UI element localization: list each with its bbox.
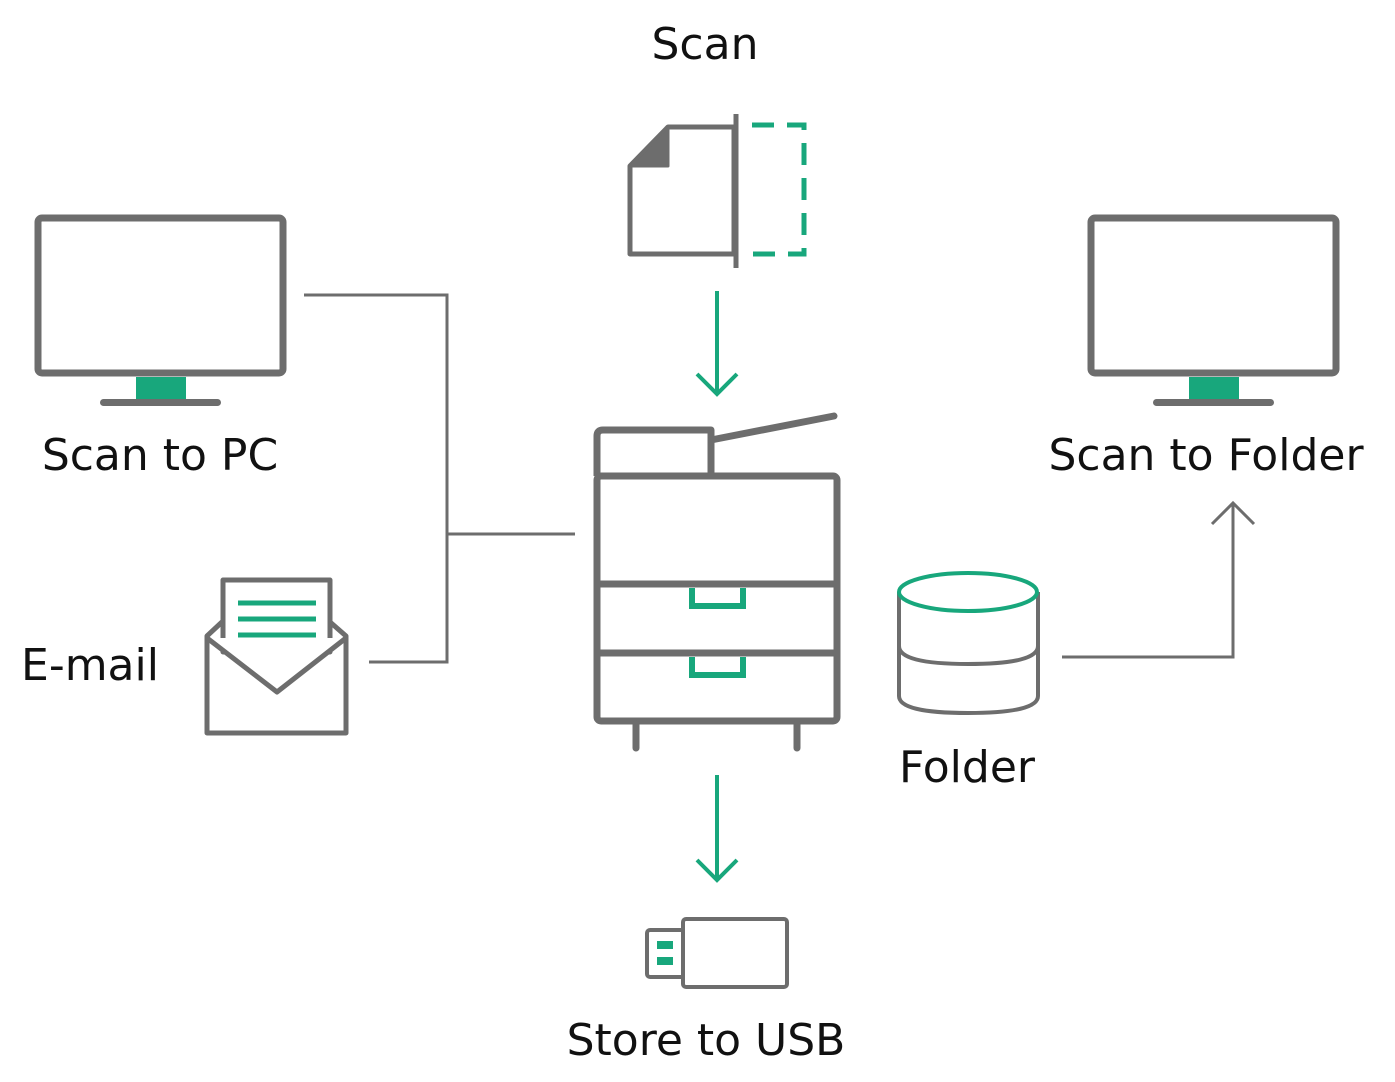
label-folder: Folder	[899, 742, 1036, 793]
label-store-to-usb: Store to USB	[567, 1015, 846, 1066]
database-folder-icon	[897, 571, 1040, 716]
folder-arrow-icon	[1062, 500, 1256, 659]
multifunction-printer-icon	[593, 412, 841, 752]
monitor-icon-folder-pc	[1087, 214, 1340, 406]
label-email: E-mail	[21, 640, 159, 691]
usb-drive-icon	[645, 917, 789, 989]
connector-lines-left	[304, 293, 575, 664]
label-scan: Scan	[652, 19, 759, 70]
envelope-icon	[204, 577, 349, 736]
store-arrow-icon	[695, 775, 739, 883]
monitor-icon	[34, 214, 287, 406]
scan-arrow-icon	[695, 291, 739, 397]
label-scan-to-folder: Scan to Folder	[1048, 430, 1364, 481]
label-scan-to-pc: Scan to PC	[42, 430, 278, 481]
document-icon	[627, 114, 807, 268]
